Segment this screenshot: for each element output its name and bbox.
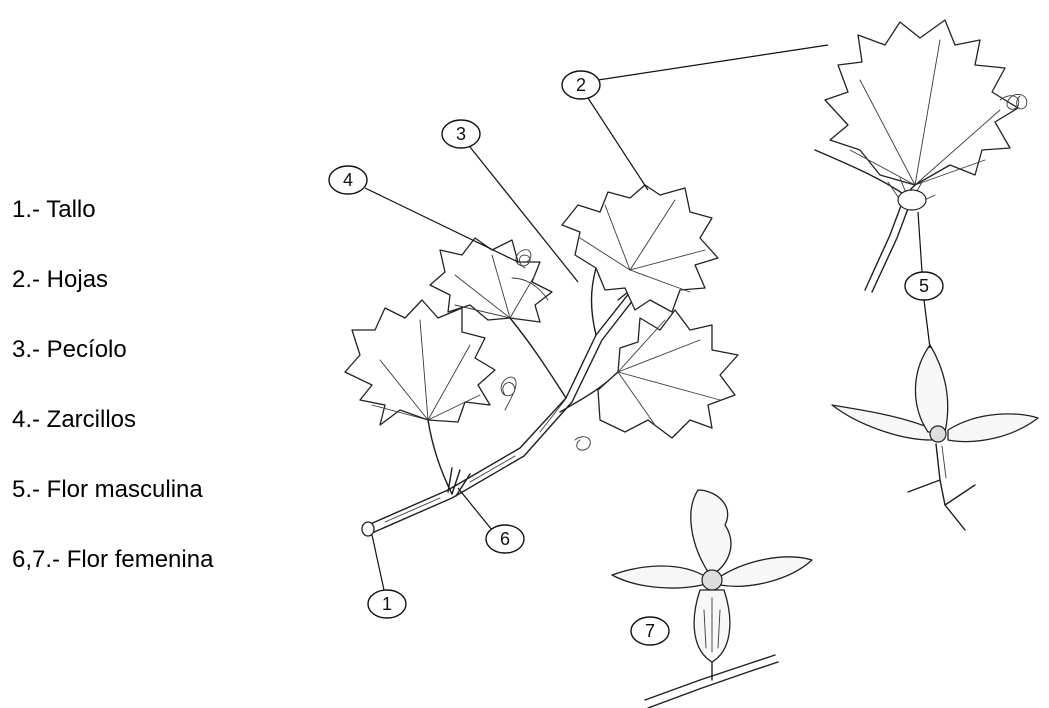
callout-label-2: 2 [576, 75, 586, 95]
leaf-right-lower [598, 310, 738, 438]
female-flower [612, 490, 812, 708]
callout-label-7: 7 [645, 621, 655, 641]
callout-label-1: 1 [382, 594, 392, 614]
leaf-lower-left [345, 300, 495, 425]
top-right-leaf [825, 20, 1027, 185]
callout-label-4: 4 [343, 170, 353, 190]
male-flower [832, 345, 1038, 530]
callout-label-6: 6 [500, 529, 510, 549]
leaf-middle [430, 238, 552, 322]
leaf-upper [562, 185, 718, 312]
callout-label-5: 5 [919, 276, 929, 296]
callout-label-3: 3 [456, 124, 466, 144]
